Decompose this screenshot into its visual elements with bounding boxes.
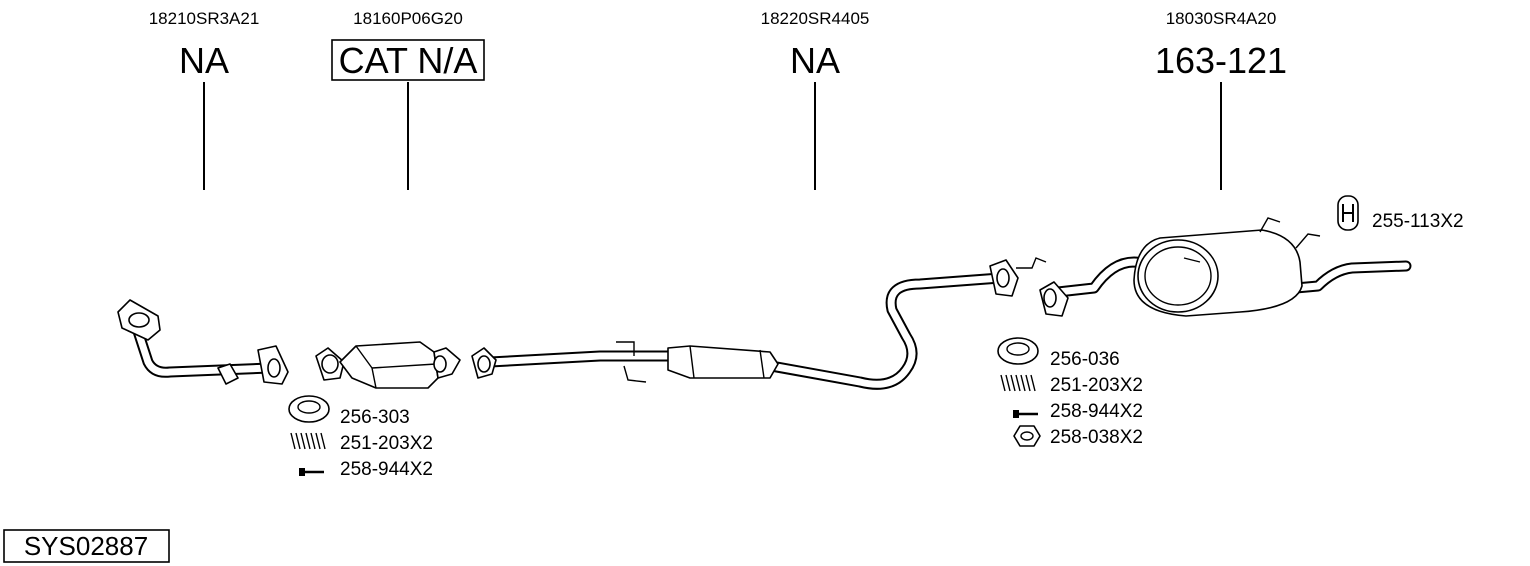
bolt-icon [1013,410,1038,418]
part-number: 258-944X2 [340,459,433,480]
system-id-label: SYS02887 [3,529,170,563]
part-number: 258-944X2 [1050,401,1143,422]
front-pipe-drawing [117,299,289,385]
reference-number: CAT N/A [339,40,478,81]
left-fitting-kit: 256-303 251-203X2 258-944X2 [288,395,433,480]
column-front-pipe: 18210SR3A21 NA [149,9,260,190]
nut-icon [1013,425,1041,447]
oem-number: 18220SR4405 [761,9,870,28]
column-centre-pipe: 18220SR4405 NA [761,9,870,190]
oem-number: 18030SR4A20 [1166,9,1277,28]
spring-icon [290,432,326,450]
rear-silencer-drawing [1039,217,1412,317]
spring-icon [1000,374,1036,392]
catalytic-converter-drawing [315,341,461,389]
gasket-ring-icon [997,337,1039,365]
part-number: 256-303 [340,407,410,428]
reference-number: NA [790,40,840,81]
hanger-kit: 255-113X2 [1337,195,1464,232]
rubber-hanger-icon [1337,195,1359,231]
oem-number: 18160P06G20 [353,9,463,28]
part-number: 258-038X2 [1050,427,1143,448]
reference-number: NA [179,40,229,81]
oem-number: 18210SR3A21 [149,9,260,28]
part-number: 251-203X2 [1050,375,1143,396]
part-number: 255-113X2 [1372,211,1464,232]
column-catalytic-converter: 18160P06G20 CAT N/A [331,9,485,190]
system-id: SYS02887 [24,531,148,561]
reference-box [331,39,485,81]
reference-number: 163-121 [1155,40,1287,81]
system-id-box [3,529,170,563]
right-fitting-kit: 256-036 251-203X2 258-944X2 258-038X2 [997,337,1143,448]
column-rear-silencer: 18030SR4A20 163-121 [1155,9,1287,190]
centre-pipe-drawing [471,257,1047,390]
part-number: 251-203X2 [340,433,433,454]
gasket-ring-icon [288,395,330,423]
part-number: 256-036 [1050,349,1120,370]
bolt-icon [299,468,324,476]
